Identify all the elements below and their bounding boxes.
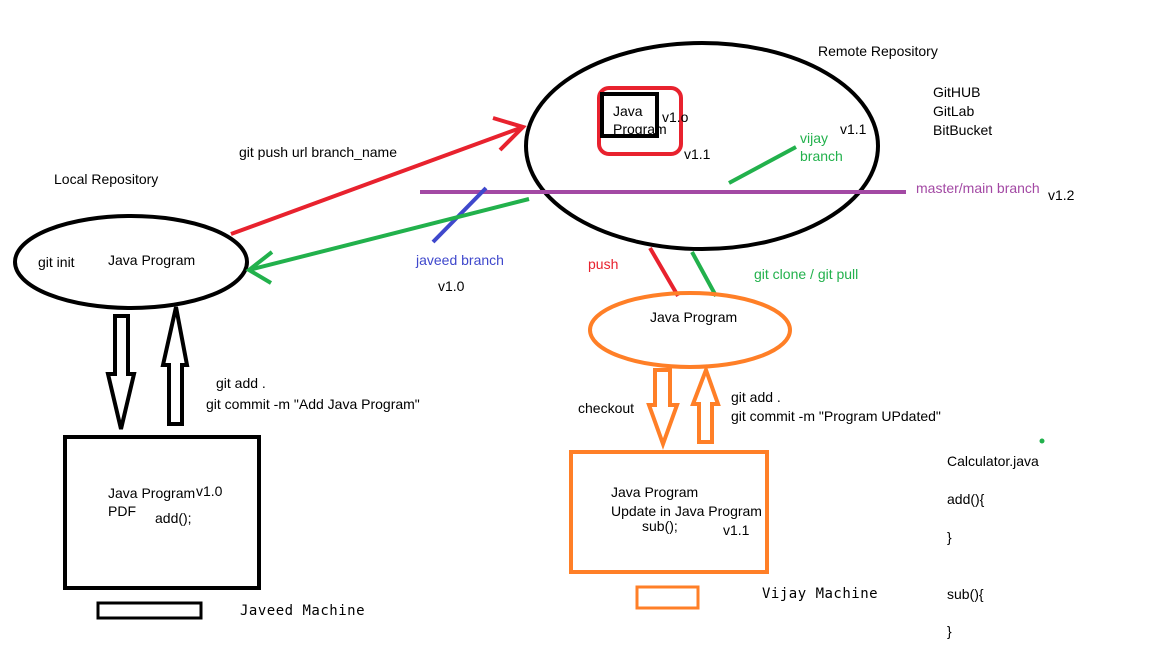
- vijay-machine-monitor: [569, 450, 769, 574]
- vijay-local-ellipse: [588, 291, 792, 369]
- remote-java-program-box: [600, 92, 659, 138]
- javeed-machine-base: [96, 601, 203, 620]
- javeed-machine-monitor: [63, 435, 261, 590]
- vijay-clone-pull-label: git clone / git pull: [754, 266, 858, 282]
- vijay-git-add: git add .: [731, 389, 781, 405]
- vijay-checkout-down-arrow: [646, 368, 680, 450]
- remote-repository-title: Remote Repository: [818, 43, 938, 59]
- javeed-branch-version: v1.0: [438, 278, 465, 294]
- javeed-machine-add: add();: [155, 510, 192, 526]
- remote-program-label: Program: [613, 121, 667, 137]
- commit-up-arrow: [160, 306, 190, 426]
- pull-to-local-arrow: [248, 197, 530, 272]
- remote-repository-ellipse: [524, 41, 880, 251]
- remote-version-v10: v1.o: [662, 109, 689, 125]
- vijay-java-program-label: Java Program: [650, 309, 737, 325]
- local-repository-ellipse: [13, 214, 249, 310]
- calculator-sub-open: sub(){: [947, 586, 984, 602]
- vijay-machine-label: Vijay Machine: [762, 586, 878, 602]
- git-init-label: git init: [38, 254, 75, 270]
- javeed-machine-label: Javeed Machine: [240, 603, 365, 619]
- calculator-add-open: add(){: [947, 491, 985, 507]
- remote-version-v11-right: v1.1: [840, 121, 867, 137]
- vijay-machine-program: Java Program: [611, 484, 698, 500]
- local-repository-title: Local Repository: [54, 171, 158, 187]
- vijay-branch-line: [728, 145, 797, 185]
- vijay-checkout-label: checkout: [578, 400, 634, 416]
- vijay-push-label: push: [588, 256, 618, 272]
- master-branch-version: v1.2: [1048, 187, 1075, 203]
- remote-version-v11-inner: v1.1: [684, 146, 711, 162]
- vijay-machine-update: Update in Java Program: [611, 503, 762, 519]
- javeed-machine-pdf: PDF: [108, 503, 136, 519]
- vijay-git-commit: git commit -m "Program UPdated": [731, 408, 941, 424]
- host-bitbucket: BitBucket: [933, 122, 992, 138]
- local-java-program-label: Java Program: [108, 252, 195, 268]
- vijay-machine-sub: sub();: [642, 518, 678, 534]
- vijay-branch-label-2: branch: [800, 148, 843, 164]
- vijay-machine-base: [635, 585, 700, 610]
- git-push-command: git push url branch_name: [239, 144, 397, 160]
- master-branch-label: master/main branch: [916, 180, 1040, 196]
- javeed-machine-program: Java Program: [108, 485, 195, 501]
- local-git-commit: git commit -m "Add Java Program": [206, 396, 420, 412]
- host-github: GitHUB: [933, 84, 980, 100]
- git-push-arrow: [230, 125, 524, 236]
- remote-java-label: Java: [613, 103, 643, 119]
- calculator-sub-close: }: [947, 623, 952, 639]
- checkout-down-arrow: [105, 314, 137, 430]
- vijay-machine-version: v1.1: [723, 522, 750, 538]
- javeed-machine-version: v1.0: [196, 483, 223, 499]
- git-push-arrowhead: [492, 116, 527, 152]
- local-git-add: git add .: [216, 375, 266, 391]
- javeed-branch-label: javeed branch: [415, 252, 504, 268]
- vijay-commit-up-arrow: [690, 364, 721, 444]
- calculator-add-close: }: [947, 529, 952, 545]
- calculator-filename: Calculator.java: [947, 453, 1039, 469]
- host-gitlab: GitLab: [933, 103, 974, 119]
- vijay-push-line: [648, 246, 680, 298]
- pull-to-local-arrowhead: [245, 250, 274, 285]
- vijay-clone-line: [690, 251, 718, 297]
- remote-java-program-red-box: [597, 86, 683, 156]
- vijay-branch-label-1: vijay: [800, 130, 828, 146]
- green-dot: [1039, 438, 1045, 444]
